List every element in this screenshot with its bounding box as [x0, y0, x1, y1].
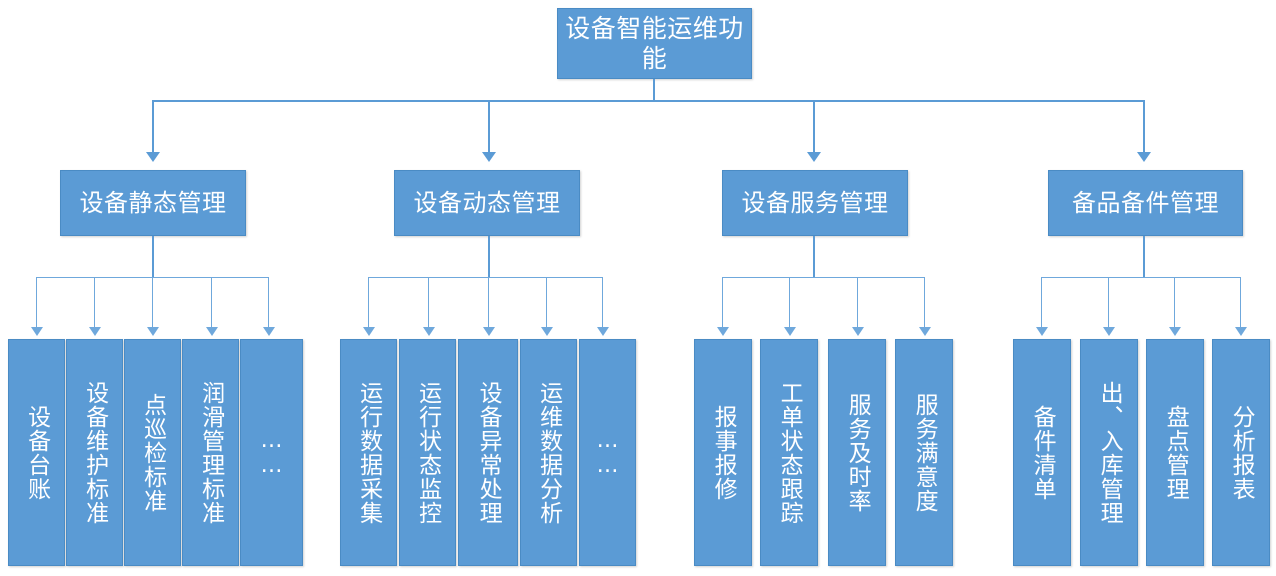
- branch-node-spare-parts-management[interactable]: 备品备件管理: [1048, 170, 1243, 236]
- leaf-node-inbound-outbound-management[interactable]: 出、入库管理: [1080, 339, 1138, 566]
- arrow-icon-leaf-1-5: [263, 327, 275, 336]
- root-node-intelligent-om-function[interactable]: 设备智能运维功能: [557, 8, 752, 79]
- arrow-icon-leaf-2-2: [423, 327, 435, 336]
- arrow-icon-leaf-2-5: [597, 327, 609, 336]
- group-2-drop-1: [368, 277, 369, 327]
- group-1-drop-4: [211, 277, 212, 327]
- arrow-icon-leaf-2-3: [483, 327, 495, 336]
- arrow-icon-leaf-3-4: [919, 327, 931, 336]
- group-3-drop-2: [789, 277, 790, 327]
- arrow-icon-leaf-2-1: [363, 327, 375, 336]
- group-4-drop-1: [1041, 277, 1042, 327]
- drop-connector-branch-4: [1143, 100, 1145, 152]
- drop-connector-branch-2: [488, 100, 490, 152]
- leaf-node-lubrication-management-standard[interactable]: 润滑管理标准: [182, 339, 239, 566]
- group-2-drop-3: [488, 277, 489, 327]
- drop-connector-branch-1: [152, 100, 154, 152]
- arrow-icon-leaf-4-4: [1235, 327, 1247, 336]
- leaf-node-stocktaking-management[interactable]: 盘点管理: [1146, 339, 1204, 566]
- arrow-icon-leaf-3-2: [784, 327, 796, 336]
- arrow-icon-leaf-1-4: [206, 327, 218, 336]
- branch-node-static-equipment-management[interactable]: 设备静态管理: [60, 170, 246, 236]
- arrow-icon-leaf-4-1: [1036, 327, 1048, 336]
- arrow-icon-branch-2: [482, 152, 496, 162]
- arrow-icon-leaf-3-3: [852, 327, 864, 336]
- group-4-drop-2: [1108, 277, 1109, 327]
- arrow-icon-leaf-1-3: [147, 327, 159, 336]
- group-3-horizontal-bus: [722, 277, 925, 278]
- group-2-horizontal-bus: [368, 277, 602, 278]
- branch-node-dynamic-equipment-management[interactable]: 设备动态管理: [394, 170, 580, 236]
- group-4-stem-connector: [1143, 236, 1145, 278]
- group-1-drop-3: [152, 277, 153, 327]
- level2-horizontal-bus: [152, 100, 1144, 102]
- branch-node-equipment-service-management[interactable]: 设备服务管理: [722, 170, 908, 236]
- group-2-drop-2: [428, 277, 429, 327]
- group-3-drop-3: [857, 277, 858, 327]
- group-2-drop-4: [546, 277, 547, 327]
- leaf-node-om-data-analysis[interactable]: 运维数据分析: [520, 339, 577, 566]
- group-4-drop-3: [1174, 277, 1175, 327]
- leaf-node-fault-report-repair[interactable]: 报事报修: [694, 339, 752, 566]
- leaf-node-analysis-report[interactable]: 分析报表: [1212, 339, 1270, 566]
- arrow-icon-branch-1: [146, 152, 160, 162]
- drop-connector-branch-3: [813, 100, 815, 152]
- leaf-node-equipment-ledger[interactable]: 设备台账: [8, 339, 65, 566]
- leaf-node-spare-parts-list[interactable]: 备件清单: [1013, 339, 1071, 566]
- leaf-node-more-group-2[interactable]: ……: [579, 339, 636, 566]
- group-1-drop-2: [94, 277, 95, 327]
- leaf-node-service-timeliness-rate[interactable]: 服务及时率: [828, 339, 886, 566]
- group-4-drop-4: [1240, 277, 1241, 327]
- arrow-icon-leaf-3-1: [717, 327, 729, 336]
- leaf-node-operating-status-monitoring[interactable]: 运行状态监控: [399, 339, 456, 566]
- arrow-icon-branch-4: [1137, 152, 1151, 162]
- group-1-drop-5: [268, 277, 269, 327]
- root-stem-connector: [653, 79, 655, 101]
- leaf-node-service-satisfaction[interactable]: 服务满意度: [895, 339, 953, 566]
- arrow-icon-leaf-4-2: [1103, 327, 1115, 336]
- group-2-stem-connector: [488, 236, 490, 278]
- group-3-stem-connector: [813, 236, 815, 278]
- group-1-stem-connector: [152, 236, 154, 278]
- group-4-horizontal-bus: [1041, 277, 1240, 278]
- group-2-drop-5: [602, 277, 603, 327]
- arrow-icon-leaf-2-4: [541, 327, 553, 336]
- group-3-drop-4: [924, 277, 925, 327]
- leaf-node-inspection-standard[interactable]: 点巡检标准: [124, 339, 181, 566]
- leaf-node-work-order-status-tracking[interactable]: 工单状态跟踪: [760, 339, 818, 566]
- leaf-node-equipment-exception-handling[interactable]: 设备异常处理: [458, 339, 518, 566]
- arrow-icon-leaf-4-3: [1169, 327, 1181, 336]
- arrow-icon-branch-3: [807, 152, 821, 162]
- arrow-icon-leaf-1-2: [89, 327, 101, 336]
- leaf-node-more-group-1[interactable]: ……: [240, 339, 303, 566]
- group-3-drop-1: [722, 277, 723, 327]
- group-1-drop-1: [36, 277, 37, 327]
- arrow-icon-leaf-1-1: [31, 327, 43, 336]
- leaf-node-operating-data-collection[interactable]: 运行数据采集: [340, 339, 397, 566]
- leaf-node-equipment-maintenance-standard[interactable]: 设备维护标准: [66, 339, 123, 566]
